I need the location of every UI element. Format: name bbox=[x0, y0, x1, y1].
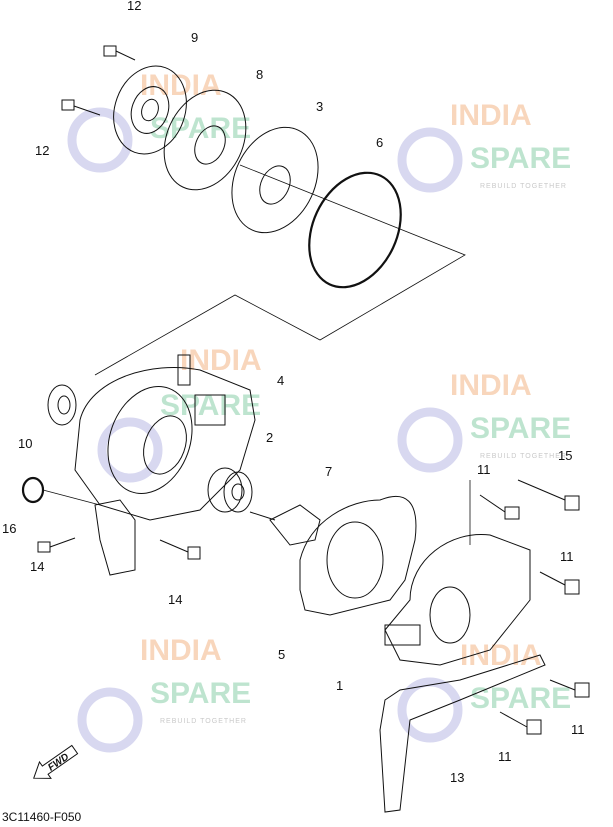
callout-12: 12 bbox=[35, 143, 49, 158]
bolt-15 bbox=[517, 479, 580, 511]
svg-text:SPARE: SPARE bbox=[470, 142, 571, 175]
svg-text:REBUILD TOGETHER: REBUILD TOGETHER bbox=[480, 453, 567, 460]
callout-6: 6 bbox=[376, 135, 383, 150]
bolt-12-top bbox=[103, 45, 136, 61]
callout-11: 11 bbox=[571, 722, 585, 737]
callout-2: 2 bbox=[266, 430, 273, 445]
bolt-12-left bbox=[61, 99, 101, 116]
svg-text:INDIA: INDIA bbox=[450, 369, 532, 402]
callout-16: 16 bbox=[2, 521, 16, 536]
bolt-11-d bbox=[499, 711, 542, 735]
svg-text:SPARE: SPARE bbox=[470, 682, 571, 715]
svg-text:INDIA: INDIA bbox=[140, 69, 222, 102]
gasket-8 bbox=[163, 89, 247, 191]
assembly-boundary-line bbox=[94, 164, 466, 376]
o-ring-16 bbox=[21, 476, 45, 504]
bolt-14-left bbox=[37, 537, 76, 553]
bracket-13 bbox=[379, 654, 546, 813]
bearing-2 bbox=[207, 467, 253, 513]
callout-11: 11 bbox=[560, 549, 574, 564]
callout-11: 11 bbox=[477, 462, 491, 477]
svg-text:INDIA: INDIA bbox=[450, 99, 532, 132]
svg-text:SPARE: SPARE bbox=[470, 412, 571, 445]
bolt-14-right bbox=[159, 539, 201, 560]
callout-12: 12 bbox=[127, 0, 141, 13]
callout-15: 15 bbox=[558, 448, 572, 463]
bolt-11-b bbox=[539, 571, 580, 595]
svg-text:REBUILD TOGETHER: REBUILD TOGETHER bbox=[160, 718, 247, 725]
svg-text:INDIA: INDIA bbox=[180, 344, 262, 377]
pump-cover-1 bbox=[384, 533, 531, 666]
leader bbox=[42, 489, 101, 506]
svg-text:REBUILD TOGETHER: REBUILD TOGETHER bbox=[480, 183, 567, 190]
pump-housing-4 bbox=[74, 354, 256, 576]
fwd-arrow-icon: FWD bbox=[33, 744, 79, 779]
plate-3 bbox=[231, 126, 319, 234]
callout-1: 1 bbox=[336, 678, 343, 693]
impeller-7 bbox=[249, 504, 321, 546]
callout-13: 13 bbox=[450, 770, 464, 785]
svg-text:INDIA: INDIA bbox=[460, 639, 542, 672]
svg-text:SPARE: SPARE bbox=[150, 677, 251, 710]
callout-10: 10 bbox=[18, 436, 32, 451]
callout-4: 4 bbox=[277, 373, 284, 388]
bearing-10 bbox=[47, 384, 77, 426]
watermark-logos: INDIA SPARE INDIA SPARE REBUILD TOGETHER IN… bbox=[67, 69, 571, 753]
callout-labels: 12 9 8 12 3 6 4 10 2 16 7 11 15 11 14 14… bbox=[2, 0, 585, 785]
callout-9: 9 bbox=[191, 30, 198, 45]
callout-8: 8 bbox=[256, 67, 263, 82]
gasket-5 bbox=[299, 495, 417, 616]
callout-14: 14 bbox=[30, 559, 44, 574]
cover-9 bbox=[113, 65, 187, 155]
callout-5: 5 bbox=[278, 647, 285, 662]
callout-7: 7 bbox=[325, 464, 332, 479]
callout-14: 14 bbox=[168, 592, 182, 607]
callout-11: 11 bbox=[498, 749, 512, 764]
bolt-11-c bbox=[549, 679, 590, 698]
svg-text:INDIA: INDIA bbox=[140, 634, 222, 667]
bolt-11-a bbox=[479, 494, 520, 520]
o-ring-6 bbox=[308, 171, 402, 289]
diagram-code: 3C11460-F050 bbox=[2, 810, 81, 824]
gasket-5-hole bbox=[326, 521, 384, 599]
callout-3: 3 bbox=[316, 99, 323, 114]
